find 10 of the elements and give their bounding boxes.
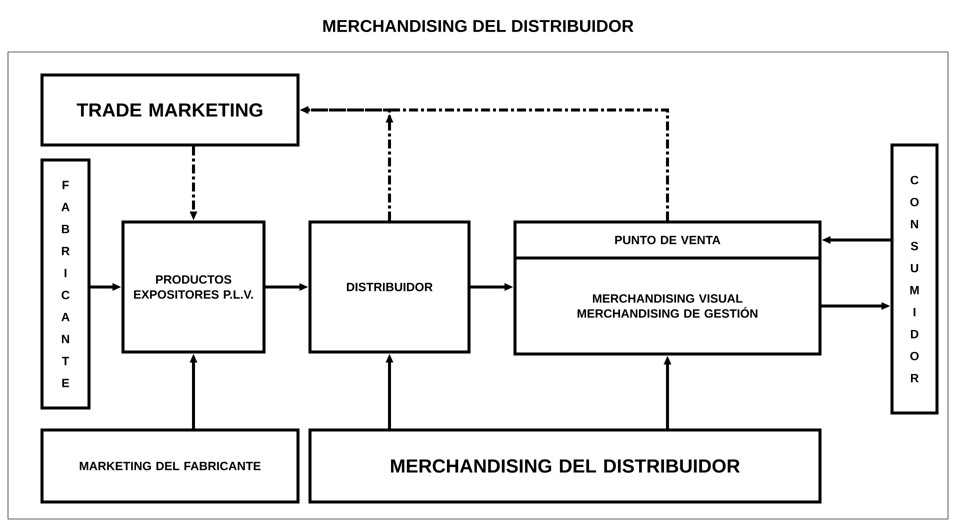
process-box: MERCHANDISING DEL DISTRIBUIDOR <box>308 428 822 504</box>
process-box: DISTRIBUIDOR <box>308 220 470 354</box>
vertical-label-box: FABRICANTE <box>40 158 90 410</box>
process-box: PUNTO DE VENTA <box>514 220 822 260</box>
process-box: TRADE MARKETING <box>40 74 300 146</box>
title: MERCHANDISING DEL DISTRIBUIDOR <box>323 20 634 32</box>
process-box: PRODUCTOS EXPOSITORES P.L.V. <box>122 220 266 354</box>
process-box: MERCHANDISING VISUAL MERCHANDISING DE GESTIÓN <box>514 256 822 356</box>
vertical-label-box: CONSUMIDOR <box>890 144 938 414</box>
process-box: MARKETING DEL FABRICANTE <box>40 428 300 504</box>
